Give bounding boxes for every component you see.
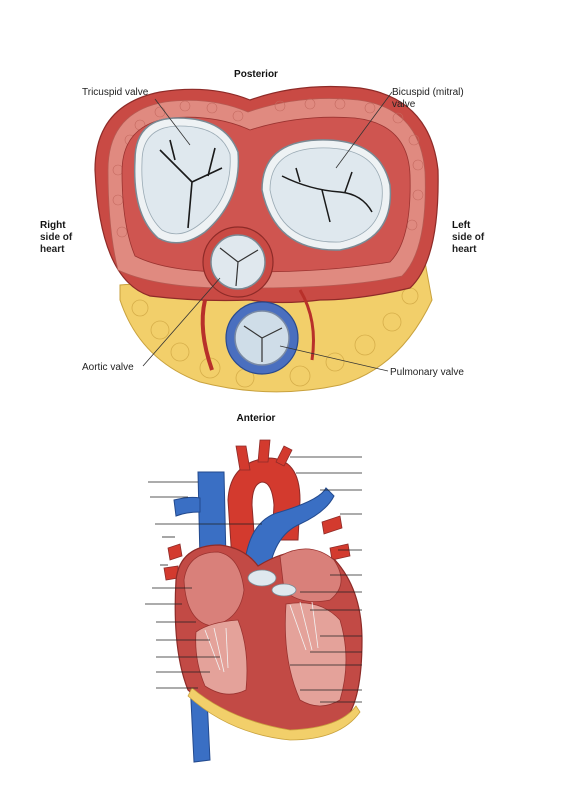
right-blank-leaders xyxy=(290,456,362,703)
aortic-valve-label: Aortic valve xyxy=(82,362,134,373)
tricuspid-valve-label: Tricuspid valve xyxy=(82,87,149,98)
pulmonary-leader xyxy=(279,345,389,372)
right-side-label-3: heart xyxy=(40,244,65,255)
right-side-label-2: side of xyxy=(40,232,73,243)
posterior-label: Posterior xyxy=(234,69,278,80)
bicuspid-valve-label-line1: Bicuspid (mitral) xyxy=(392,87,464,98)
aortic-leader xyxy=(142,277,221,367)
left-side-label-1: Left xyxy=(452,220,471,231)
frontal-section-illustration xyxy=(163,439,363,763)
bicuspid-valve-label-line2: valve xyxy=(392,99,416,110)
left-side-label-2: side of xyxy=(452,232,485,243)
right-side-label-1: Right xyxy=(40,220,66,231)
valve-plane-illustration xyxy=(94,85,439,393)
bicuspid-leader xyxy=(335,91,393,169)
left-side-label-3: heart xyxy=(452,244,477,255)
left-blank-leaders xyxy=(145,481,262,689)
anterior-label: Anterior xyxy=(237,413,276,424)
pulmonary-trunk xyxy=(243,487,335,581)
pulmonary-valve-label: Pulmonary valve xyxy=(390,367,464,378)
tricuspid-leader xyxy=(154,98,191,146)
